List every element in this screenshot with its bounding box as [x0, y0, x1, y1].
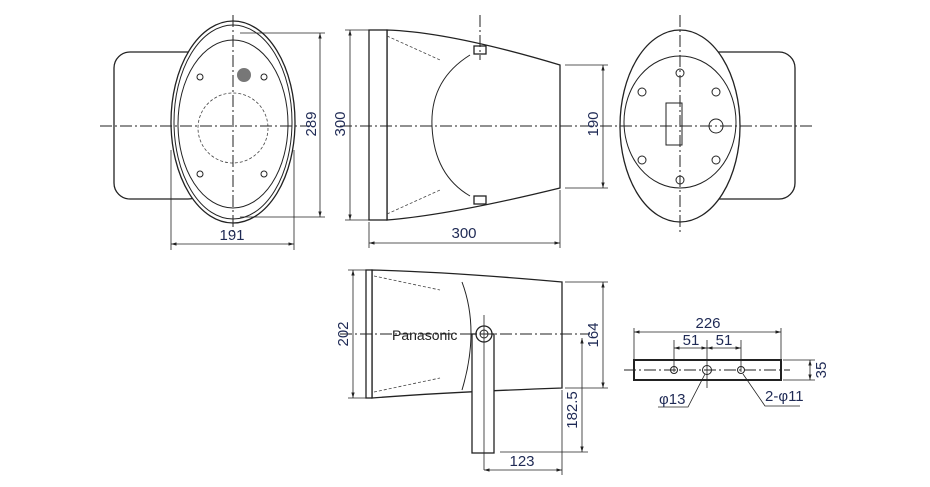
- dim-side-rear-height: 190: [585, 111, 602, 136]
- horn-body: [386, 29, 561, 221]
- driver-outline: [197, 92, 269, 164]
- front-rim: [368, 29, 388, 221]
- side-view: 300 190 300: [332, 15, 620, 248]
- front-view: 191 289: [100, 15, 325, 250]
- dim-bracket-height: 182.5: [564, 391, 581, 429]
- vent-icon: [237, 68, 251, 82]
- dim-front-height: 289: [303, 111, 320, 136]
- bracket-plate-view: 226 51 51 35 φ13 2-φ11: [624, 315, 830, 408]
- dim-bracket-offset: 123: [509, 453, 534, 470]
- dim-plate-width: 35: [813, 362, 830, 379]
- dim-side-height: 300: [332, 111, 349, 136]
- bottom-side-view: Panasonic 202 164 182.5 123: [335, 269, 608, 475]
- dim-bottom-height: 202: [335, 321, 352, 346]
- dim-front-width: 191: [219, 227, 244, 244]
- mount-stem: [471, 333, 495, 454]
- dim-center-hole: φ13: [659, 391, 685, 408]
- dim-side-length: 300: [451, 225, 476, 242]
- dim-plate-length: 226: [695, 315, 720, 332]
- dim-hole-spacing-right: 51: [716, 332, 733, 349]
- dim-bottom-rear-height: 164: [585, 322, 602, 347]
- dim-side-holes: 2-φ11: [765, 388, 804, 405]
- dim-hole-spacing-left: 51: [683, 332, 700, 349]
- brand-logo: Panasonic: [392, 327, 457, 343]
- back-view: [600, 15, 815, 235]
